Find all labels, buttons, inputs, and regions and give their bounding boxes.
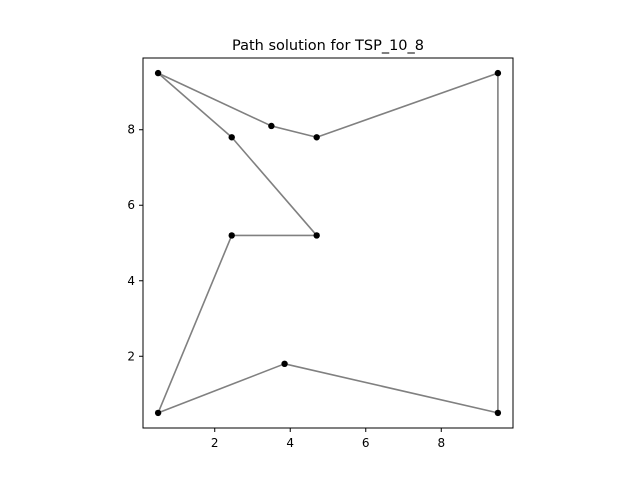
city-point (494, 409, 502, 417)
y-tick-label: 8 (127, 123, 135, 137)
path-segment (157, 72, 272, 127)
city-point (313, 232, 320, 239)
path-segment (157, 363, 285, 414)
path-segment (316, 72, 499, 139)
city-point (494, 69, 502, 77)
x-tick-label: 6 (362, 436, 370, 450)
x-tick-label: 2 (211, 436, 219, 450)
plot-area (154, 69, 502, 417)
path-segment (157, 235, 233, 414)
city-point (228, 134, 235, 141)
y-tick-label: 4 (127, 274, 135, 288)
x-tick-label: 8 (437, 436, 445, 450)
axis-ticks: 2 4 6 8 2 4 6 8 (127, 123, 445, 450)
path-segment (231, 136, 318, 236)
path-segment (284, 363, 499, 414)
city-point (228, 232, 235, 239)
axes-frame (142, 57, 514, 429)
chart-title: Path solution for TSP_10_8 (232, 38, 424, 54)
city-point (313, 134, 320, 141)
path-segment (157, 72, 233, 138)
path-segment (271, 125, 317, 139)
y-tick-label: 2 (127, 349, 135, 363)
x-tick-label: 4 (286, 436, 294, 450)
city-point (154, 409, 162, 417)
city-point (268, 122, 275, 130)
city-point (154, 69, 162, 77)
y-tick-label: 6 (127, 198, 135, 212)
city-point (281, 360, 288, 368)
